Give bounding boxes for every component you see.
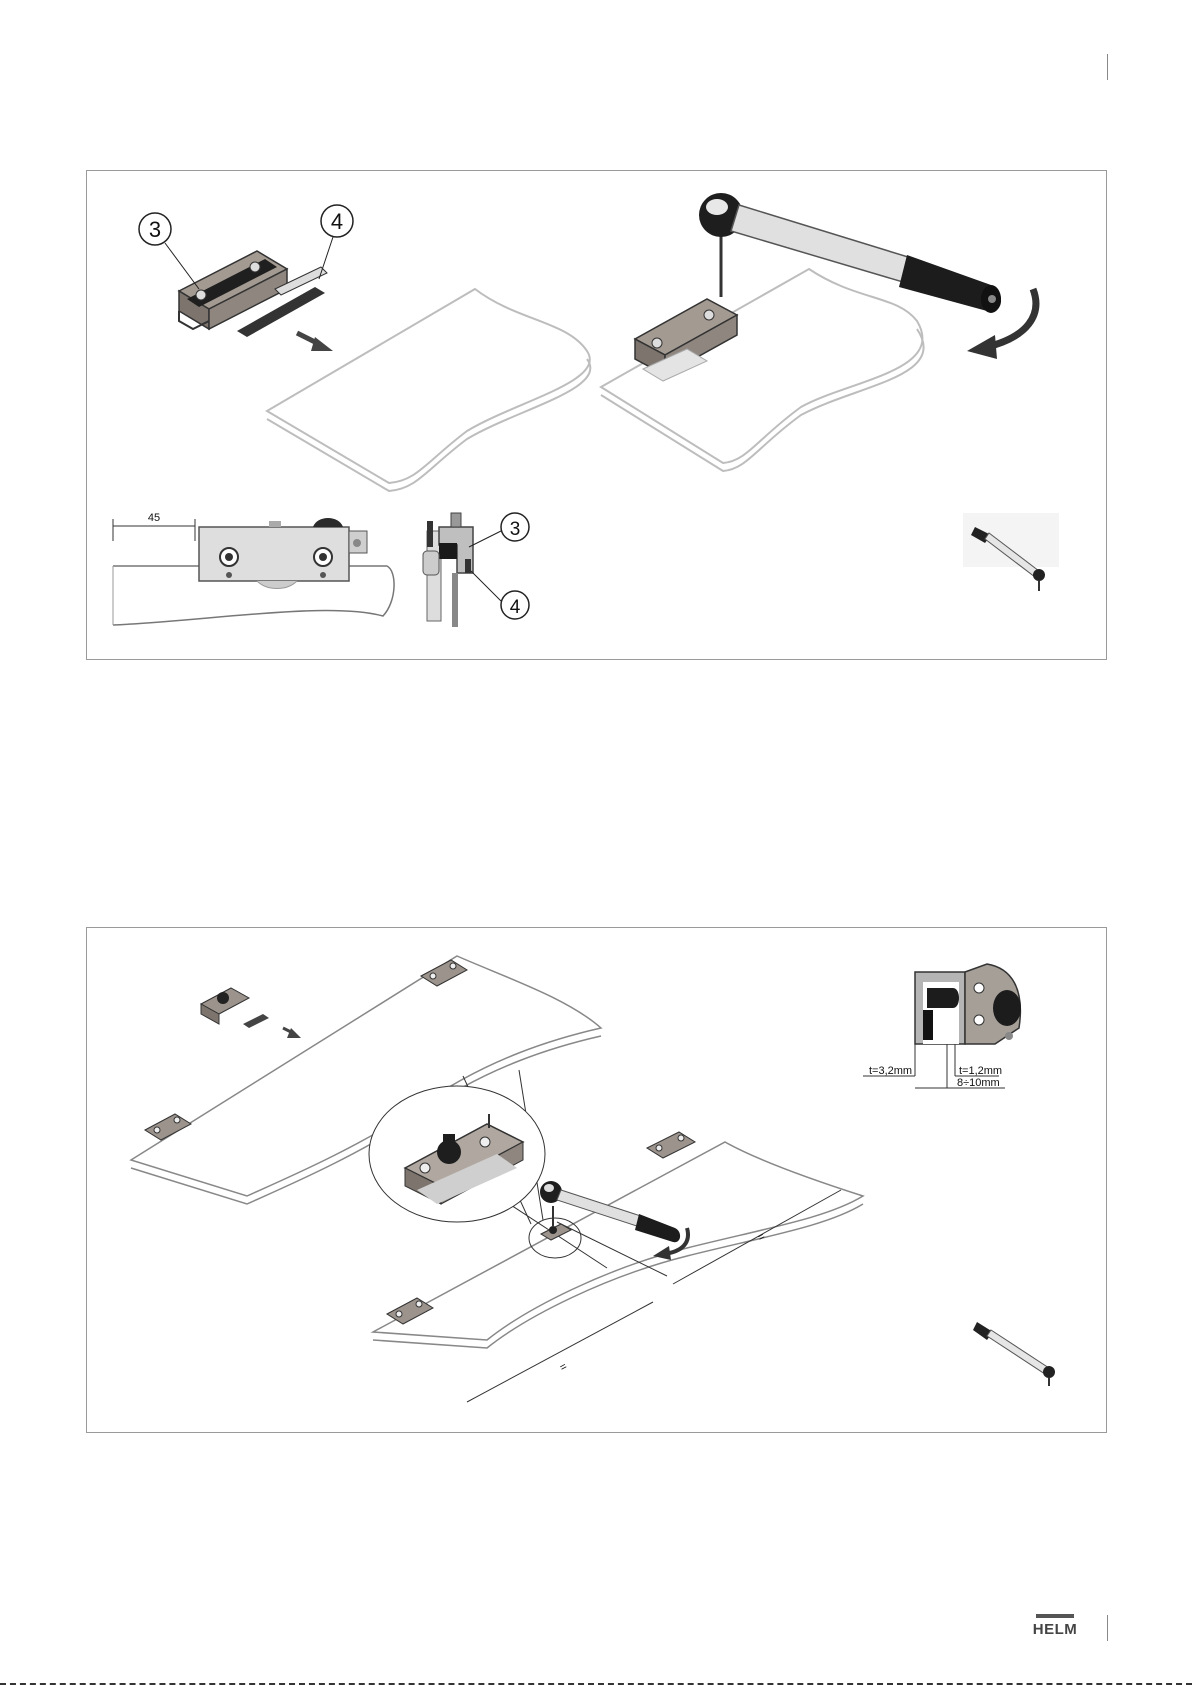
detail-callout-4: 4 — [471, 571, 529, 619]
zoom-detail-oval — [369, 1070, 545, 1224]
top-edge-rule — [1107, 54, 1108, 80]
equal-mark-left: = — [558, 1361, 569, 1375]
torque-wrench-icon-2 — [973, 1322, 1055, 1386]
logo-text: HELM — [1032, 1621, 1078, 1638]
bottom-edge-rule — [1107, 1615, 1108, 1641]
lower-shelf-clamp-back — [647, 1132, 695, 1158]
thickness-inner-label: t=1,2mm — [959, 1065, 1002, 1077]
side-view-detail: 45 — [113, 512, 394, 625]
dimension-45-label: 45 — [148, 512, 160, 524]
detail-callout-3-label: 3 — [510, 519, 521, 540]
torque-wrench-icon — [963, 513, 1059, 591]
assembly-step-panel-2: = = — [86, 927, 1107, 1433]
insert-arrow — [297, 333, 333, 351]
callout-4-label: 4 — [331, 209, 343, 234]
thickness-outer-label: t=3,2mm — [869, 1065, 912, 1077]
callout-4: 4 — [319, 205, 353, 279]
torque-wrench — [699, 193, 1001, 313]
panel-1-illustration: 3 4 — [87, 171, 1108, 661]
glass-sheet-left — [267, 289, 590, 491]
detail-callout-3: 3 — [469, 513, 529, 547]
detail-callout-4-label: 4 — [510, 597, 521, 618]
clamp-profile-detail: t=3,2mm t=1,2mm 8÷10mm — [863, 964, 1021, 1089]
callout-3-label: 3 — [149, 217, 161, 242]
assembly-step-panel-1: 3 4 — [86, 170, 1107, 660]
upper-shelf-clamp-front — [145, 1114, 191, 1140]
upper-shelf-clamp-back — [421, 960, 467, 986]
helm-logo: HELM — [1032, 1613, 1078, 1643]
logo-bar — [1036, 1614, 1074, 1618]
range-label: 8÷10mm — [957, 1077, 1000, 1089]
center-clamp-with-wrench — [529, 1181, 688, 1260]
glass-clamp-mounted — [635, 299, 737, 381]
section-view-detail — [423, 513, 473, 627]
panel-2-illustration: = = — [87, 928, 1108, 1434]
exploded-clamp-small — [201, 988, 301, 1038]
callout-3: 3 — [139, 213, 199, 289]
